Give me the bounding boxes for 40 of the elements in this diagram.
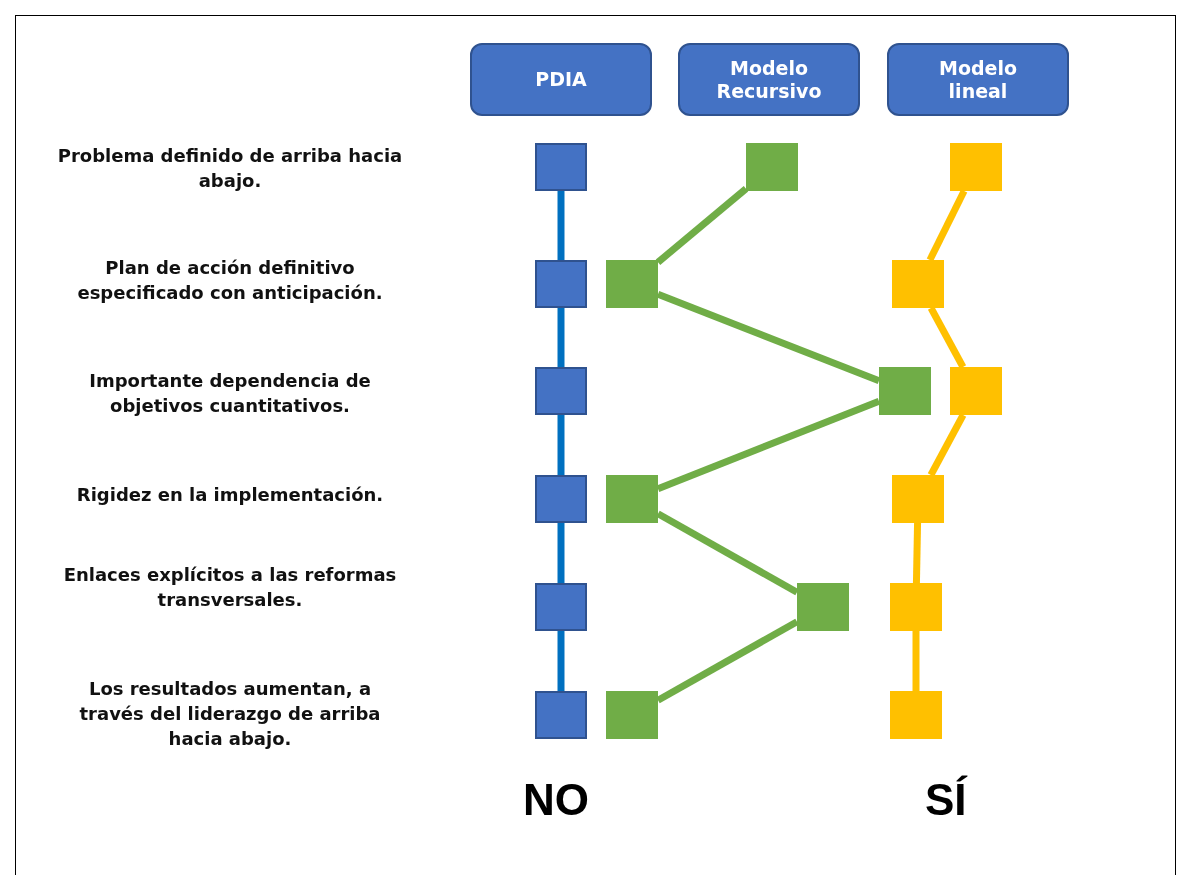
square-marker — [535, 691, 587, 739]
square-marker — [606, 475, 658, 523]
header-box: Modelo lineal — [887, 43, 1069, 116]
square-marker — [950, 367, 1002, 415]
square-marker — [892, 475, 944, 523]
connector-line — [927, 413, 967, 477]
row-label: Enlaces explícitos a las reformas transversales. — [62, 563, 398, 613]
square-marker — [535, 583, 587, 631]
connector-line — [926, 189, 968, 262]
scale-label: SÍ — [925, 775, 967, 825]
row-label: Problema definido de arriba hacia abajo. — [56, 144, 404, 194]
square-marker — [950, 143, 1002, 191]
square-marker — [606, 260, 658, 308]
connector-line — [557, 308, 565, 367]
connector-line — [557, 415, 565, 475]
connector-line — [912, 631, 920, 691]
square-marker — [535, 143, 587, 191]
connector-line — [912, 522, 922, 584]
connector-line — [557, 191, 565, 260]
scale-label: NO — [523, 775, 589, 825]
square-marker — [535, 260, 587, 308]
square-marker — [535, 475, 587, 523]
square-marker — [879, 367, 931, 415]
square-marker — [797, 583, 849, 631]
connector-line — [557, 631, 565, 691]
header-box: Modelo Recursivo — [678, 43, 860, 116]
header-box: PDIA — [470, 43, 652, 116]
connector-line — [927, 306, 967, 369]
connector-line — [557, 523, 565, 583]
connector-line — [655, 186, 749, 265]
row-label: Rigidez en la implementación. — [75, 483, 385, 507]
square-marker — [746, 143, 798, 191]
row-label: Plan de acción definitivo especificado con anticipación. — [76, 256, 384, 306]
square-marker — [890, 691, 942, 739]
square-marker — [892, 260, 944, 308]
row-label: Importante dependencia de objetivos cuantitativos. — [88, 369, 372, 419]
row-label: Los resultados aumentan, a través del liderazgo de arriba hacia abajo. — [78, 677, 382, 752]
square-marker — [606, 691, 658, 739]
square-marker — [890, 583, 942, 631]
square-marker — [535, 367, 587, 415]
